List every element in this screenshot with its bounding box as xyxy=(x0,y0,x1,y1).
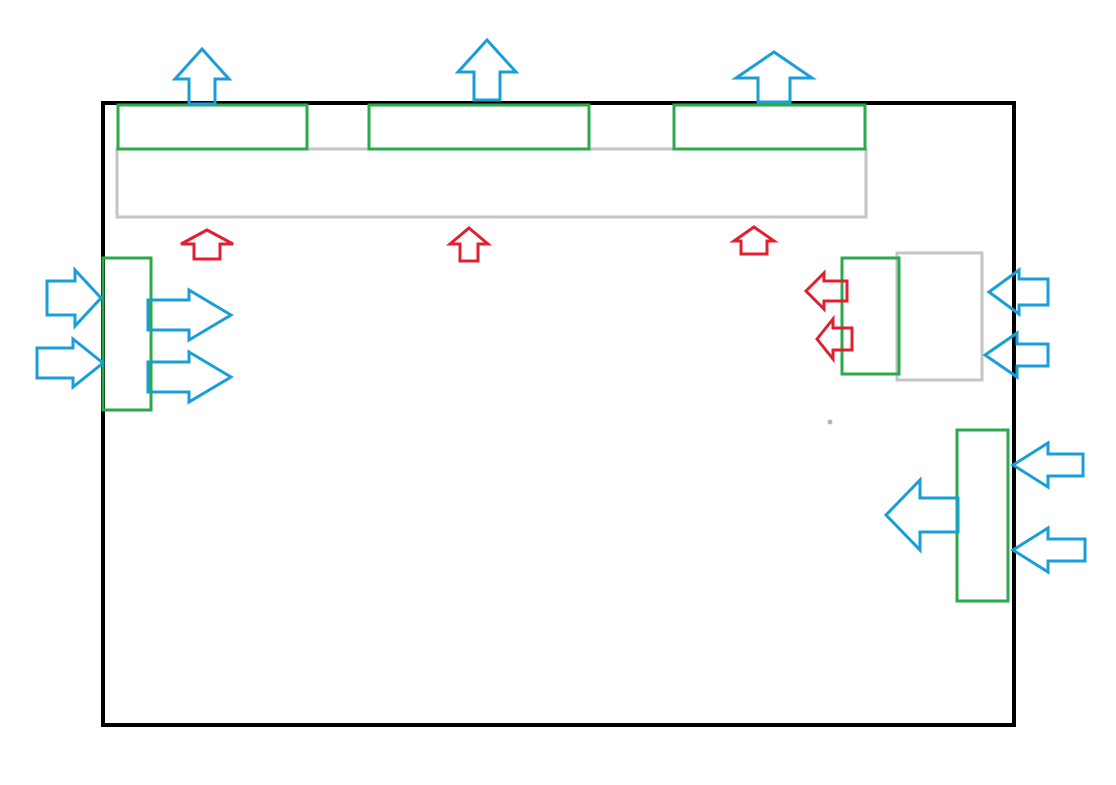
arrow-left-red-2 xyxy=(815,314,854,364)
arrow-left-red-1 xyxy=(803,269,849,313)
frames-layer xyxy=(101,101,1016,727)
arrow-up-blue-1 xyxy=(171,46,233,106)
arrow-up-red-1 xyxy=(180,228,234,261)
arrow-right-blue-inner-2 xyxy=(146,349,234,405)
top-box-right xyxy=(672,103,867,151)
arrow-left-blue-4 xyxy=(1010,525,1087,575)
arrow-left-blue-2 xyxy=(982,330,1050,380)
right-box-upper xyxy=(840,256,901,376)
right-box-lower xyxy=(955,428,1010,603)
arrow-right-blue-inner-1 xyxy=(146,287,234,343)
arrow-right-blue-outer-2 xyxy=(35,335,106,391)
arrow-left-blue-1 xyxy=(986,267,1050,317)
top-box-left xyxy=(116,103,309,151)
arrow-up-blue-2 xyxy=(454,37,520,102)
arrow-left-blue-3 xyxy=(1010,440,1085,490)
arrow-left-blue-5 xyxy=(883,476,960,554)
top-panel xyxy=(115,147,868,219)
stray-dot xyxy=(827,419,833,425)
top-box-middle xyxy=(367,103,591,151)
left-box xyxy=(101,256,153,412)
arrow-up-red-3 xyxy=(729,225,779,256)
arrows-layer xyxy=(35,37,1087,575)
arrow-up-red-2 xyxy=(445,226,493,263)
outer-frame xyxy=(101,101,1016,727)
right-panel xyxy=(895,251,984,382)
arrow-up-blue-3 xyxy=(731,50,817,104)
arrow-right-blue-outer-1 xyxy=(45,266,104,330)
